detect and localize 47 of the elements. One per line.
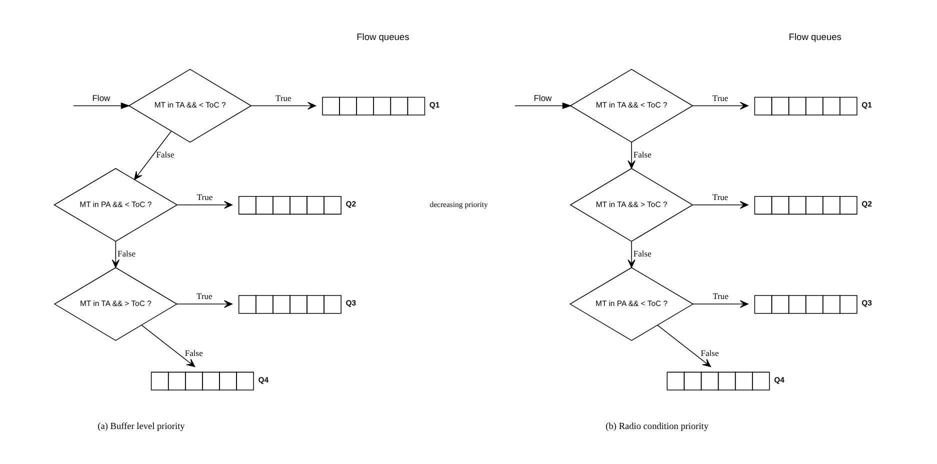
arrow	[134, 130, 172, 180]
node-diamond: MT in TA && < ToC ?	[570, 68, 694, 143]
edge-label: False	[633, 149, 652, 160]
arrow	[176, 201, 232, 209]
node-label: Q3	[346, 298, 356, 308]
label: decreasing priority	[430, 200, 488, 209]
arrow	[692, 201, 748, 209]
arrow	[141, 324, 196, 368]
edge-label: Flow	[92, 92, 110, 103]
arrow	[73, 102, 130, 109]
label: (b) Radio condition priority	[606, 422, 709, 432]
label: Flow queues	[788, 32, 842, 42]
arrow	[628, 142, 636, 169]
arrow	[692, 102, 748, 110]
node-diamond: MT in PA && < ToC ?	[569, 267, 694, 341]
edge-label: False	[118, 248, 136, 259]
edge-label: True	[712, 291, 728, 302]
edge-label: True	[196, 291, 212, 302]
node-label: Q1	[862, 100, 872, 110]
arrow	[112, 241, 120, 268]
node-label: Q4	[258, 375, 269, 384]
node-diamond: MT in TA && > ToC ?	[54, 267, 178, 341]
node-label: Q1	[429, 100, 440, 110]
arrow	[628, 241, 636, 268]
node-diamond: MT in TA && < ToC ?	[128, 68, 252, 143]
edge-label: False	[700, 348, 719, 358]
edge-label: False	[633, 248, 652, 259]
node-diamond: MT in PA && < ToC ?	[53, 168, 178, 242]
label: (a) Buffer level priority	[98, 422, 185, 432]
node-diamond: MT in TA && > ToC ?	[570, 168, 694, 242]
node-label: Q3	[862, 298, 872, 308]
arrow	[514, 102, 572, 109]
edge-label: True	[196, 192, 213, 202]
edge-label: True	[712, 92, 728, 103]
arrow	[250, 102, 316, 110]
arrow	[692, 300, 748, 308]
node-label: Q4	[774, 375, 784, 384]
edge-label: Flow	[534, 92, 552, 103]
edge-label: False	[184, 348, 203, 358]
edge-label: False	[156, 149, 174, 160]
edge-label: True	[712, 192, 728, 202]
node-label: Q2	[862, 199, 872, 208]
node-label: Q2	[346, 199, 356, 208]
arrow	[176, 300, 232, 308]
label: Flow queues	[356, 32, 410, 42]
edge-label: True	[276, 92, 292, 103]
arrow	[657, 324, 712, 368]
